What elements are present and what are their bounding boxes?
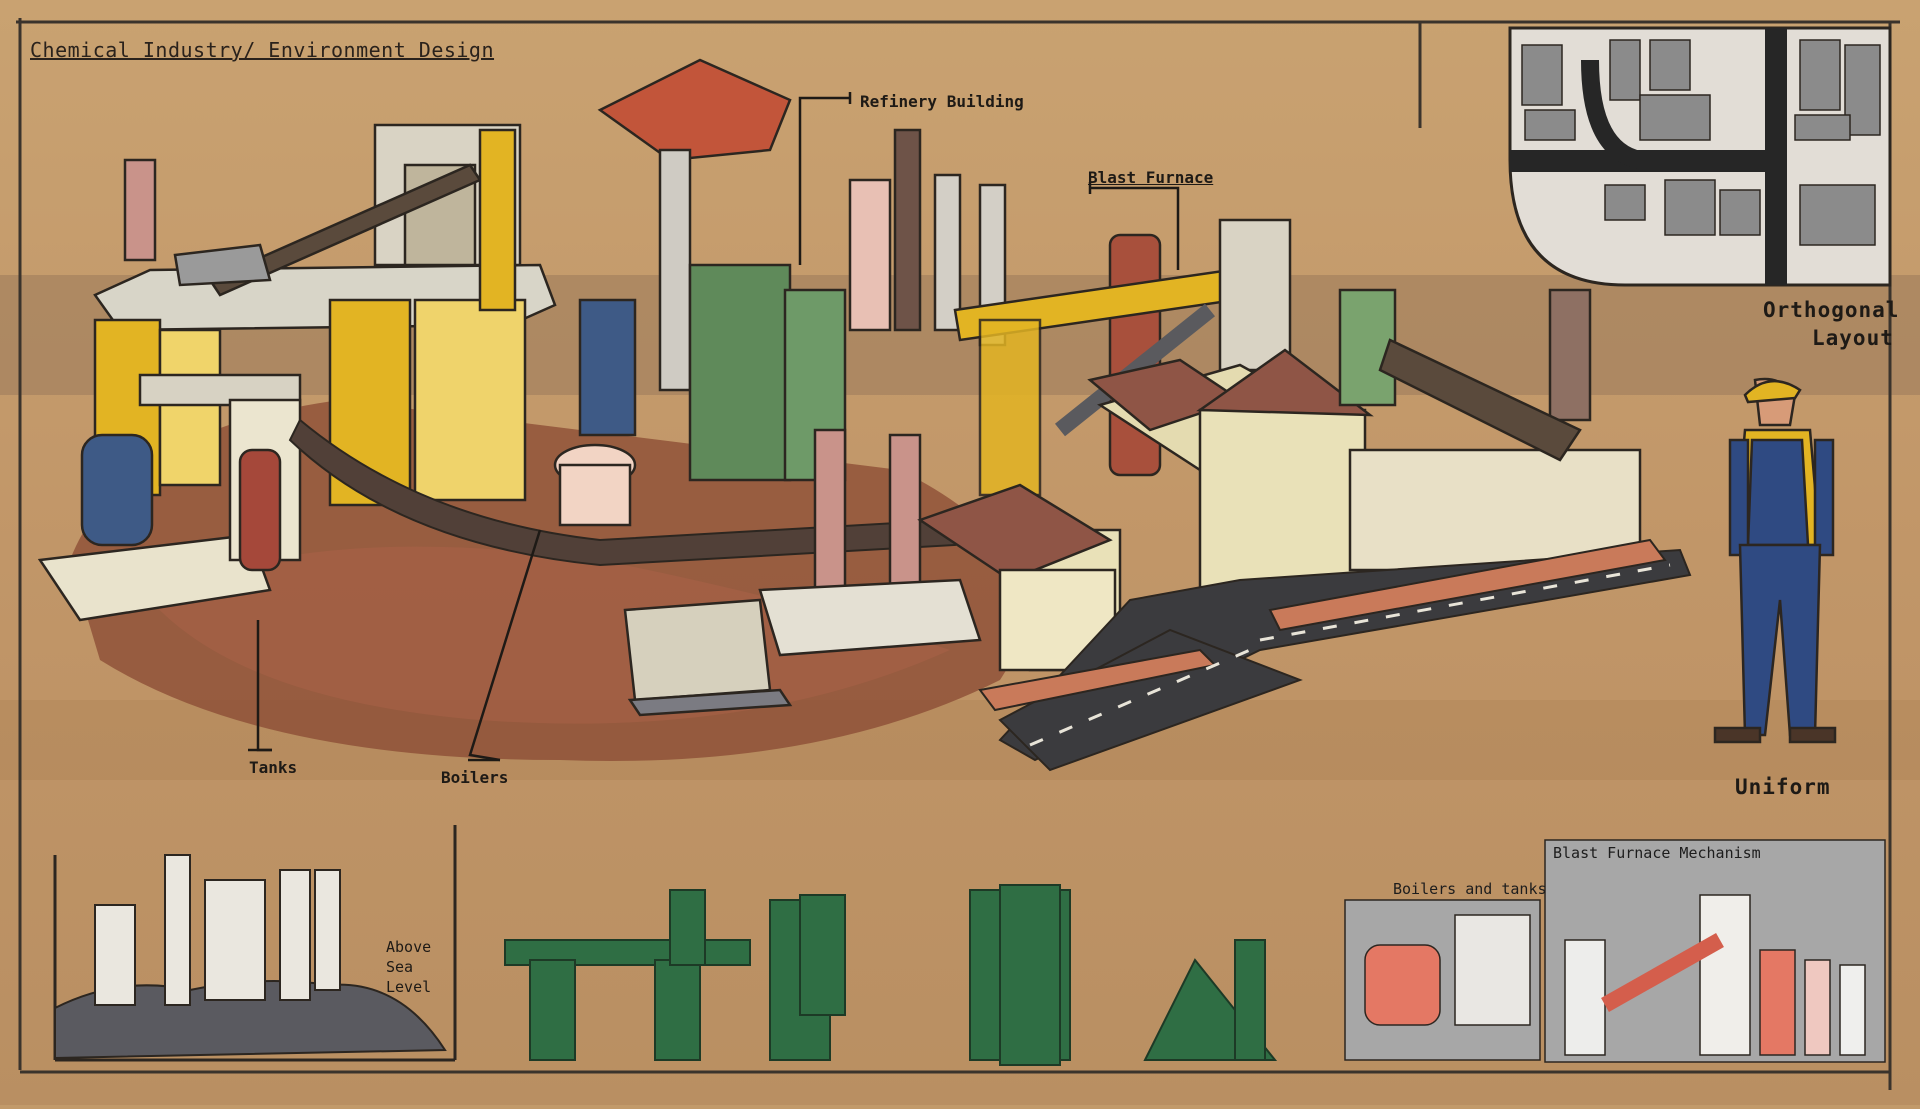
sea-level-line3: Level [386,978,432,996]
curved-conveyor [288,418,957,567]
chimney-pair [623,428,982,717]
callout-tanks: Tanks [249,758,298,777]
boilers-panel-title: Boilers and tanks [1393,880,1547,898]
sea-level-line2: Sea [386,958,414,976]
callout-boilers: Boilers [441,768,509,787]
road [978,538,1692,772]
layout-label-line1: Orthogonal [1763,298,1900,322]
sea-level-line1: Above [386,938,432,956]
refinery-tower [553,58,1007,527]
callout-lines [248,92,1180,762]
worker-uniform [1713,377,1837,744]
sheet-title: Chemical Industry/ Environment Design [30,38,495,62]
mechanism-panels [1344,839,1886,1063]
main-building [917,288,1642,672]
uniform-label: Uniform [1735,775,1831,799]
layout-map [1508,26,1892,287]
layout-label-line2: Layout [1812,326,1894,350]
callout-refinery-building: Refinery Building [860,92,1024,111]
furnace-panel-title: Blast Furnace Mechanism [1553,844,1761,862]
elevation-sketch [53,825,457,1062]
callout-blast-furnace: Blast Furnace [1088,168,1214,187]
green-silhouettes [504,884,1278,1066]
tank-cluster-left [37,373,302,622]
sheet-frame [16,18,1900,1090]
